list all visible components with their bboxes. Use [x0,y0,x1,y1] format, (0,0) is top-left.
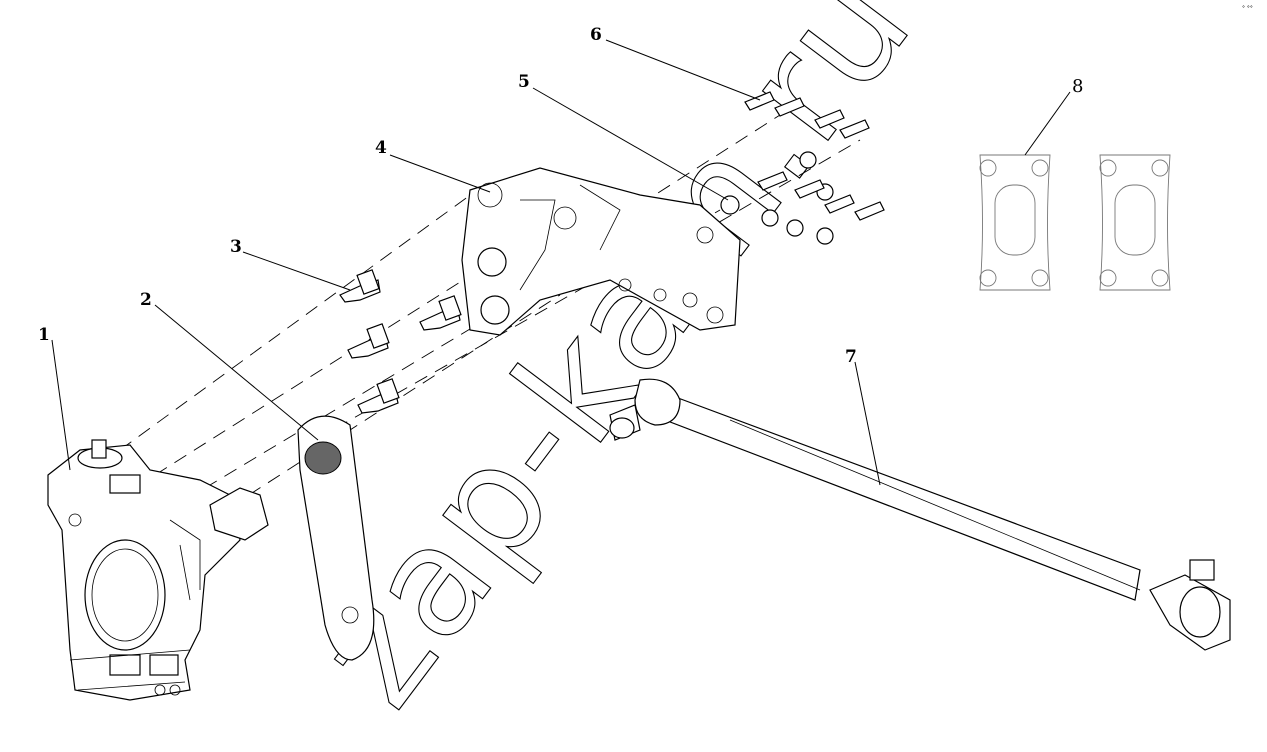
callout-5: 5 [518,72,530,92]
steering-gear [47,439,269,701]
leader-lines [51,39,1071,486]
pitman-arm-spline [304,441,342,475]
bolts-3 [339,269,462,414]
shims [979,154,1171,291]
callout-6: 6 [590,25,602,45]
steering-bracket [461,167,741,336]
tie-rod [609,378,1231,651]
fasteners-5-6 [720,91,885,245]
corner-mark: ° °° [1242,5,1253,12]
callout-2: 2 [140,290,152,310]
callout-7: 7 [845,347,857,367]
callout-3: 3 [230,237,242,257]
callout-1: 1 [38,325,50,345]
callout-8: 8 [1072,76,1083,97]
watermark: zap-kam.ru [285,0,946,737]
pitman-arm [297,415,375,661]
callout-4: 4 [375,138,387,158]
